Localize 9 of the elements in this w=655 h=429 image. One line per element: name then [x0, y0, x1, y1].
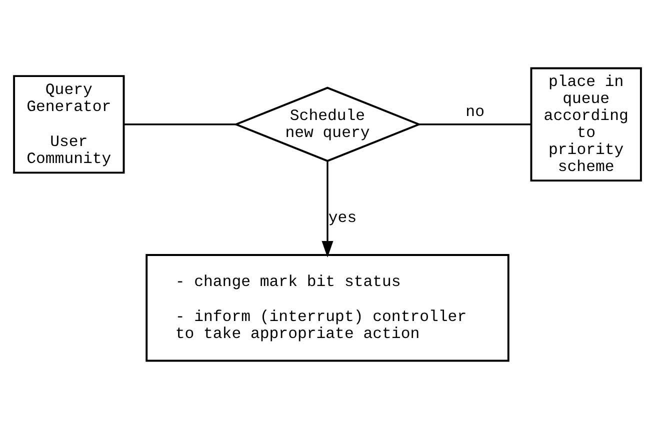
node-box: - change mark bit status - inform (interrupt) controller to take appropriate action: [146, 254, 510, 362]
node-box: Query Generator User Community: [13, 75, 125, 174]
edge-label: no: [466, 103, 484, 122]
connector: [419, 124, 532, 126]
node-diamond: Schedule new query: [233, 86, 422, 162]
node-box: place in queue according to priority scheme: [530, 67, 642, 182]
edge-label: yes: [328, 208, 357, 227]
connector: [124, 124, 236, 126]
arrow: [322, 161, 334, 258]
